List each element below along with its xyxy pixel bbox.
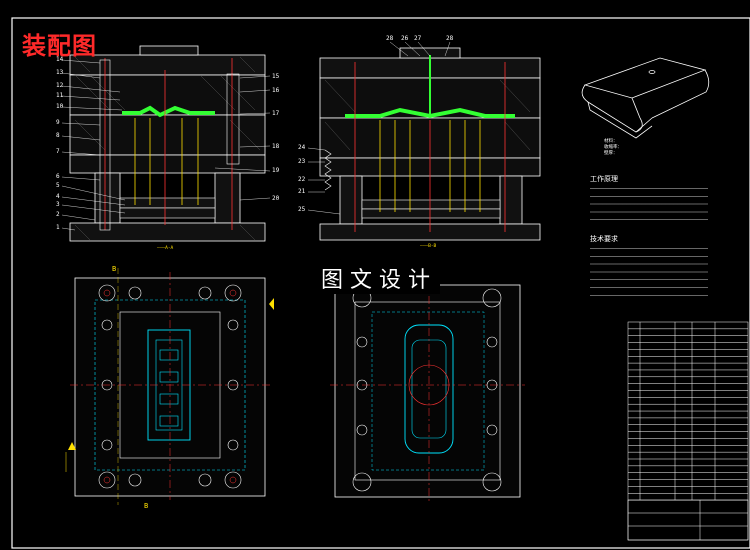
section-view-b [307, 41, 541, 241]
callout-left-5: 9 [56, 119, 60, 126]
callout-mid-2: 22 [298, 176, 306, 183]
callout-top-2: 27 [414, 35, 422, 42]
callout-top-3: 28 [446, 35, 454, 42]
callout-left-6: 8 [56, 132, 60, 139]
callout-top-1: 26 [401, 35, 409, 42]
callout-right-2: 17 [272, 110, 280, 117]
working-principle: 工作原理 [590, 175, 708, 226]
callout-left-0: 14 [56, 56, 64, 63]
section-view-a [61, 45, 271, 242]
working-principle-body [590, 185, 708, 226]
callout-mid-4: 25 [298, 206, 306, 213]
section-caption-a: ———A-A [157, 246, 174, 251]
callout-mid-3: 21 [298, 188, 306, 195]
drawing-border [11, 17, 750, 549]
callout-right-0: 15 [272, 73, 280, 80]
callout-left-12: 2 [56, 211, 60, 218]
callout-left-8: 6 [56, 173, 60, 180]
callout-mid-0: 24 [298, 144, 306, 151]
product-info-shrinkage: 收缩率： [604, 145, 622, 150]
product-info: 材料： 收缩率： 壁厚： [604, 139, 622, 157]
callout-right-3: 18 [272, 143, 280, 150]
product-info-thickness: 壁厚： [604, 151, 618, 156]
callout-left-13: 1 [56, 224, 60, 231]
section-marker-bottom: B [144, 502, 149, 510]
callout-left-1: 13 [56, 69, 64, 76]
callout-left-10: 4 [56, 193, 60, 200]
callout-right-5: 20 [272, 195, 280, 202]
working-principle-title: 工作原理 [590, 175, 618, 183]
product-isometric-sketch [581, 57, 710, 139]
callout-left-4: 10 [56, 103, 64, 110]
technical-requirements-title: 技术要求 [590, 235, 618, 243]
plan-view-moving-half [65, 268, 274, 505]
watermark-text: 图文设计 [318, 262, 441, 294]
callout-right-4: 19 [272, 167, 280, 174]
callout-mid-1: 23 [298, 158, 306, 165]
callout-left-3: 11 [56, 92, 64, 99]
plan-view-fixed-half [330, 280, 525, 502]
callout-left-9: 5 [56, 182, 60, 189]
callout-left-7: 7 [56, 148, 60, 155]
section-marker-top: B [112, 265, 117, 273]
callout-left-11: 3 [56, 201, 60, 208]
section-caption-b: ———B-B [420, 244, 437, 249]
drawing-title: 装配图 [22, 32, 97, 60]
product-info-material: 材料： [604, 139, 618, 144]
callout-top-0: 28 [386, 35, 394, 42]
technical-requirements: 技术要求 [590, 235, 708, 302]
bill-of-materials-table [627, 321, 749, 541]
technical-requirements-body [590, 245, 708, 302]
callout-right-1: 16 [272, 87, 280, 94]
callout-left-2: 12 [56, 82, 64, 89]
